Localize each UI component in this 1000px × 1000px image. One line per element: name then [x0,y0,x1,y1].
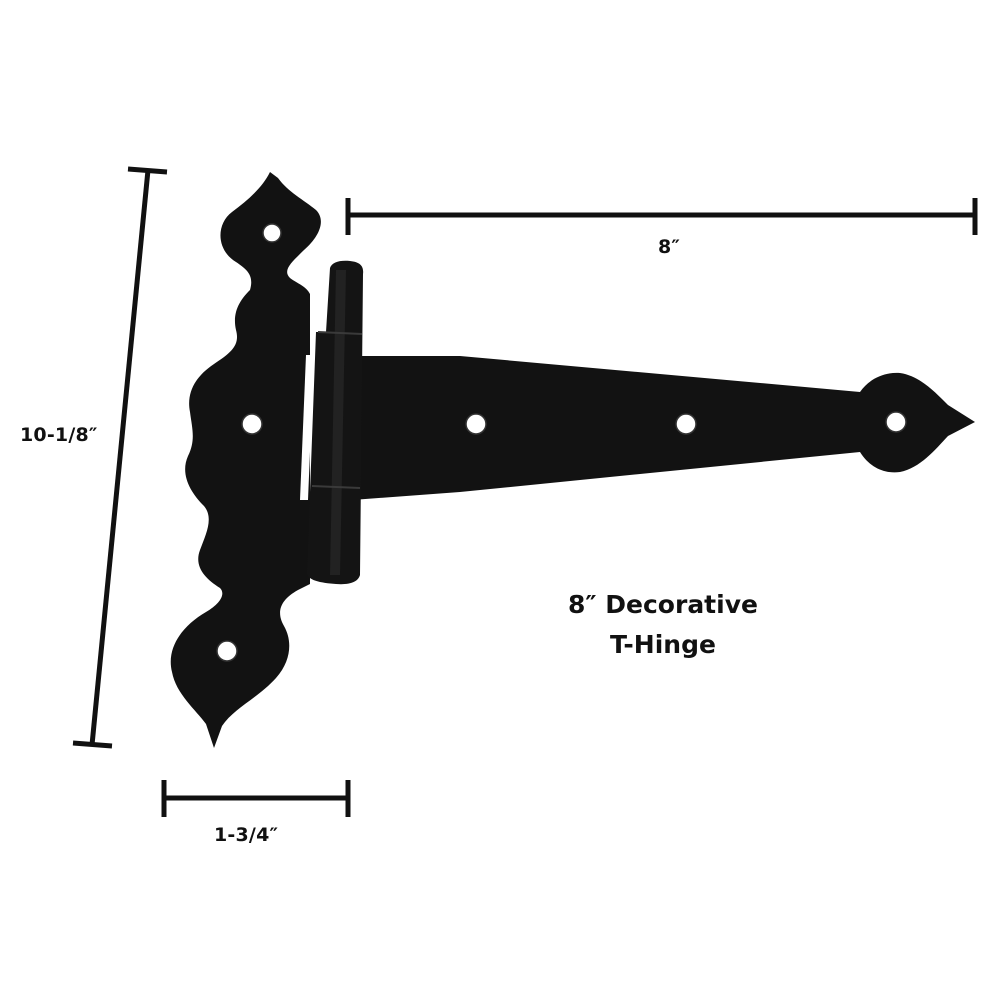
hinge-strap [352,356,975,500]
leaf-width-label: 1-3/4″ [214,824,279,846]
product-title: 8″ Decorative T-Hinge [548,585,778,665]
product-title-line2: T-Hinge [610,630,716,659]
screw-hole-strap-1 [465,413,487,435]
screw-hole-strap-2 [675,413,697,435]
screw-hole-bottom [216,640,238,662]
product-title-line1: 8″ Decorative [568,590,758,619]
overall-height-label: 10-1/8″ [20,424,98,446]
hinge-leaf [170,172,321,748]
height-dimension-line [72,166,168,749]
screw-holes [216,223,907,662]
screw-hole-mid-leaf [241,413,263,435]
screw-hole-top [262,223,282,243]
leaf-width-dimension-line [161,780,351,817]
strap-length-dimension-line [345,198,978,235]
hinge-knuckle [306,260,364,585]
screw-hole-strap-3 [885,411,907,433]
strap-length-label: 8″ [658,236,681,258]
knuckle-gap [300,355,314,500]
